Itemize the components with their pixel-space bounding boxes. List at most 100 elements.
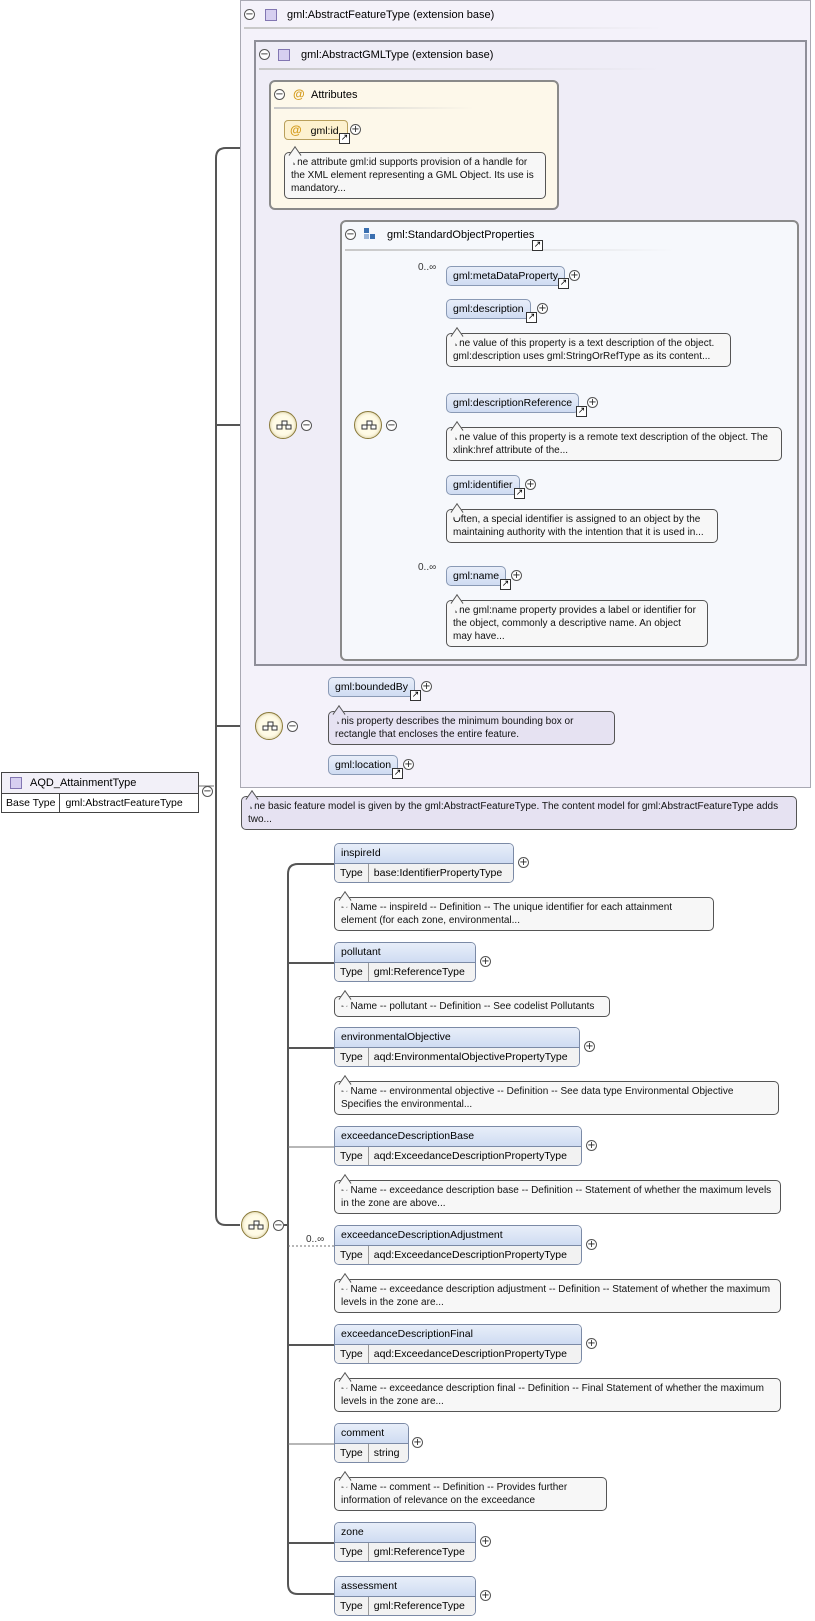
exceedance-description-base-note: -- Name -- exceedance description base -… [334,1180,781,1214]
abstract-gml-label: gml:AbstractGMLType (extension base) [301,49,494,61]
element-label: gml:descriptionReference [453,397,573,409]
expand-toggle[interactable]: + [480,1536,491,1547]
sequence-compositor-icon[interactable] [269,411,297,439]
element-name: inspireId [335,844,513,864]
inspire-id-note: -- Name -- inspireId -- Definition -- Th… [334,897,714,931]
sequence-compositor-icon[interactable] [255,712,283,740]
type-value: gml:ReferenceType [373,1546,465,1558]
element-metadata-property[interactable]: gml:metaDataProperty [446,266,566,286]
element-type-row: Type aqd:EnvironmentalObjectivePropertyTy… [335,1048,579,1066]
shortcut-arrow-icon[interactable]: ↗ [514,488,525,499]
compositor-collapse-toggle[interactable]: − [386,420,397,431]
type-label: Type [335,1444,369,1462]
shortcut-arrow-icon[interactable]: ↗ [526,312,537,323]
sequence-compositor-icon[interactable] [241,1211,269,1239]
attribute-icon: @ [293,87,305,101]
root-collapse-toggle[interactable]: − [202,786,213,797]
shortcut-arrow-icon[interactable]: ↗ [339,133,350,144]
type-value: aqd:EnvironmentalObjectivePropertyType [373,1051,568,1063]
expand-toggle[interactable]: + [518,857,529,868]
complex-type-icon [10,777,22,789]
type-value: aqd:ExceedanceDescriptionPropertyType [373,1150,567,1162]
type-label: Type [335,963,369,981]
attributes-collapse-toggle[interactable]: − [274,89,285,100]
abstract-feature-collapse-toggle[interactable]: − [244,9,255,20]
shortcut-arrow-icon[interactable]: ↗ [392,768,403,779]
comment-note: -- Name -- comment -- Definition -- Prov… [334,1477,607,1511]
exceedance-description-adjustment-note: -- Name -- exceedance description adjust… [334,1279,781,1313]
element-name: zone [335,1523,475,1543]
expand-toggle[interactable]: + [421,681,432,692]
expand-toggle[interactable]: + [586,1140,597,1151]
element-description-reference[interactable]: gml:descriptionReference [446,393,580,413]
expand-toggle[interactable]: + [403,759,414,770]
attributes-title: Attributes [311,89,358,101]
element-name: exceedanceDescriptionBase [335,1127,581,1147]
compositor-collapse-toggle[interactable]: − [287,721,298,732]
element-label: gml:boundedBy [335,681,408,693]
element-bounded-by[interactable]: gml:boundedBy [328,677,415,697]
description-reference-note: The value of this property is a remote t… [446,427,782,461]
shortcut-arrow-icon[interactable]: ↗ [576,406,587,417]
element-name: pollutant [335,943,475,963]
shortcut-arrow-icon[interactable]: ↗ [532,240,543,251]
shortcut-arrow-icon[interactable]: ↗ [410,690,421,701]
multiplicity-label: 0..∞ [418,562,437,573]
element-name: exceedanceDescriptionFinal [335,1325,581,1345]
abstract-gml-collapse-toggle[interactable]: − [259,49,270,60]
attribute-gml-id-label: gml:id [310,125,339,137]
group-title: gml:StandardObjectProperties [387,229,535,241]
name-note: The gml:name property provides a label o… [446,600,708,647]
root-type-card[interactable]: AQD_AttainmentType Base Type gml:Abstrac… [1,772,199,813]
expand-toggle[interactable]: + [480,1590,491,1601]
attribute-gml-id[interactable]: @ gml:id [284,120,348,140]
type-label: Type [335,1345,369,1363]
element-name[interactable]: gml:name [446,566,507,586]
type-value: string [373,1447,400,1459]
expand-toggle[interactable]: + [584,1041,595,1052]
group-collapse-toggle[interactable]: − [345,229,356,240]
bounded-by-note: This property describes the minimum boun… [328,711,615,745]
shortcut-arrow-icon[interactable]: ↗ [558,278,569,289]
element-type-row: Type string [335,1444,408,1462]
expand-toggle[interactable]: + [525,479,536,490]
type-label: Type [335,1048,369,1066]
complex-type-icon [265,9,277,21]
expand-toggle[interactable]: + [412,1437,423,1448]
attribute-gml-id-expand-toggle[interactable]: + [350,124,361,135]
type-label: Type [335,1246,369,1264]
expand-toggle[interactable]: + [480,956,491,967]
multiplicity-label: 0..∞ [418,262,437,273]
expand-toggle[interactable]: + [569,270,580,281]
compositor-collapse-toggle[interactable]: − [301,420,312,431]
element-name: exceedanceDescriptionAdjustment [335,1226,581,1246]
expand-toggle[interactable]: + [537,303,548,314]
expand-toggle[interactable]: + [587,397,598,408]
separator [274,107,474,109]
element-location[interactable]: gml:location [328,755,399,775]
element-identifier[interactable]: gml:identifier [446,475,520,495]
base-type-value: gml:AbstractFeatureType [65,797,183,809]
shortcut-arrow-icon[interactable]: ↗ [500,579,511,590]
element-description[interactable]: gml:description [446,299,531,319]
separator [345,249,675,251]
abstract-feature-note: The basic feature model is given by the … [241,796,797,830]
element-label: gml:location [335,759,392,771]
abstract-feature-label: gml:AbstractFeatureType (extension base) [287,9,495,21]
expand-toggle[interactable]: + [586,1239,597,1250]
compositor-collapse-toggle[interactable]: − [273,1220,284,1231]
sequence-compositor-icon[interactable] [354,411,382,439]
expand-toggle[interactable]: + [511,570,522,581]
expand-toggle[interactable]: + [586,1338,597,1349]
type-value: base:IdentifierPropertyType [373,867,503,879]
